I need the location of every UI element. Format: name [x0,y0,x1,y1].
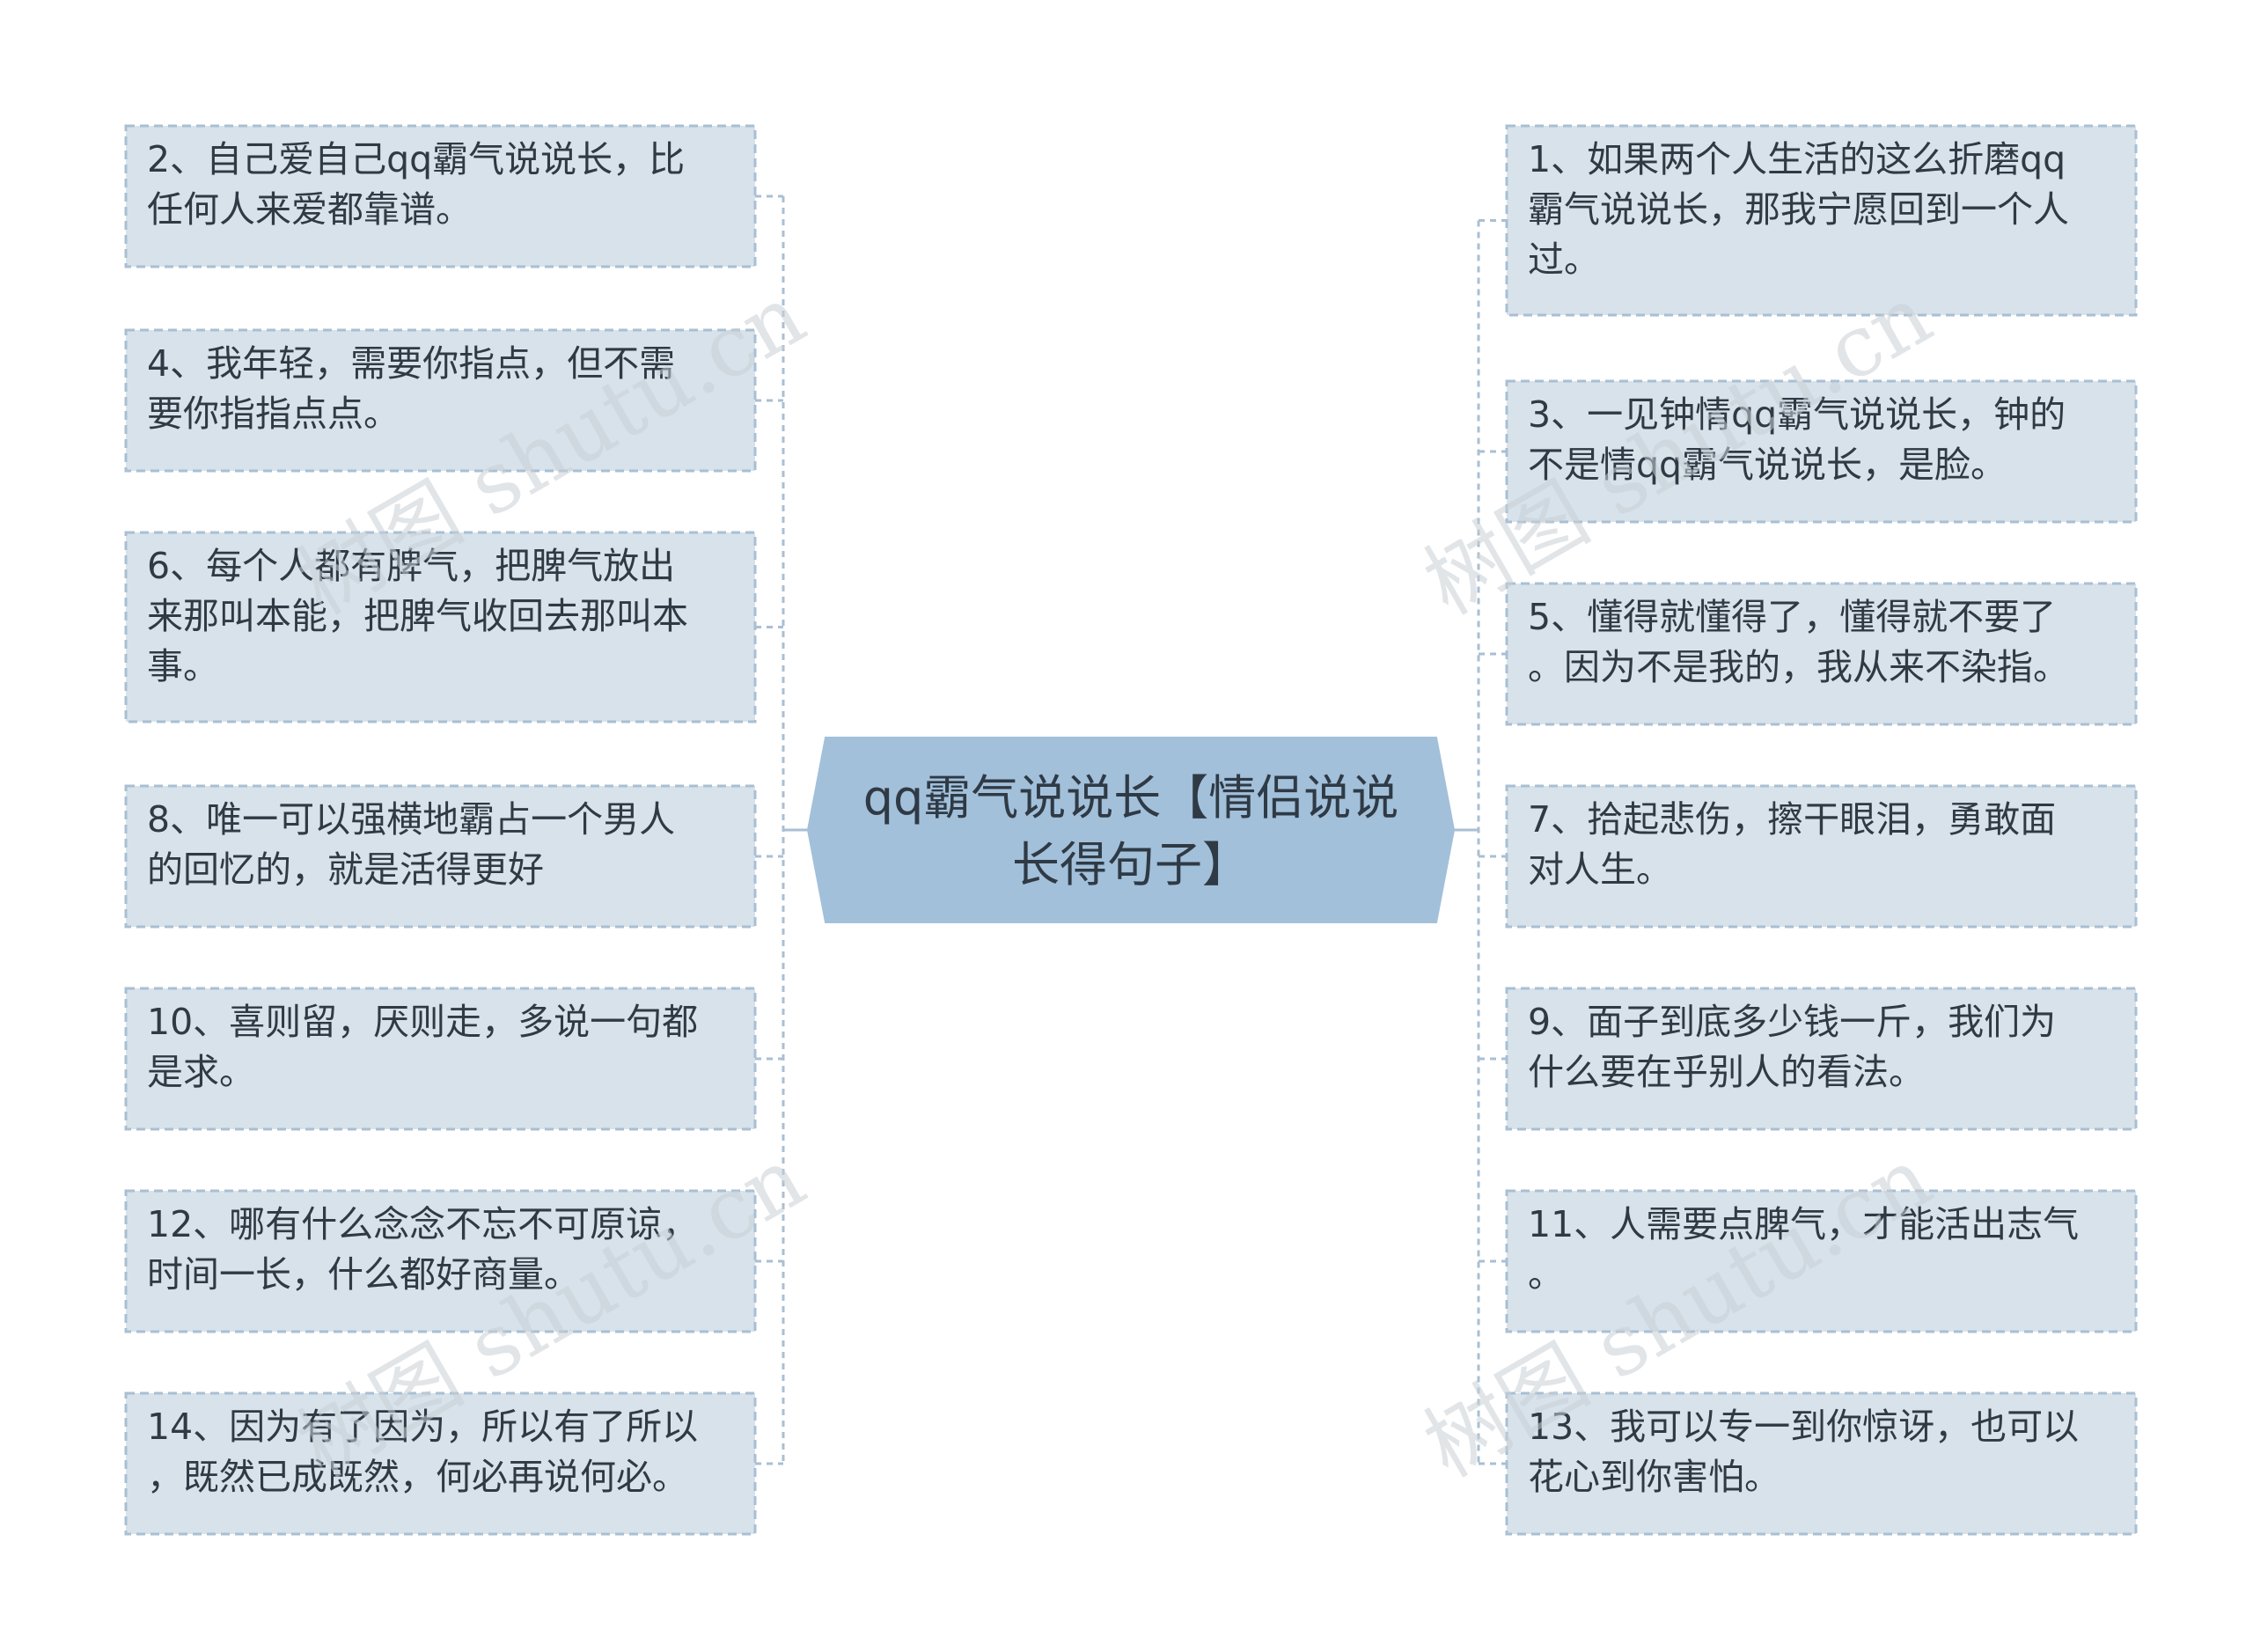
topic-text-line: 8、唯一可以强横地霸占一个男人 [147,798,675,841]
topic-text: 7、拾起悲伤，擦干眼泪，勇敢面对人生。 [1528,798,2056,891]
topic-text: 12、哪有什么念念不忘不可原谅， 时间一长，什么都好商量。 [147,1203,698,1296]
topic-text-line: 来那叫本能，把脾气收回去那叫本 [147,595,688,637]
right-topic-node[interactable]: 1、如果两个人生活的这么折磨qq 霸气说说长，那我宁愿回到一个人过。 [1505,124,2138,317]
left-topic-node[interactable]: 8、唯一可以强横地霸占一个男人的回忆的，就是活得更好 [124,784,757,929]
central-topic-line: 长得句子】 [1012,837,1250,892]
left-topic-node[interactable]: 14、因为有了因为，所以有了所以 ，既然已成既然，何必再说何必。 [124,1391,757,1536]
topic-text-line: 。 [1528,1253,1564,1296]
topic-box [1505,784,2138,929]
right-topic-node[interactable]: 11、人需要点脾气，才能活出志气。 [1505,1189,2138,1333]
topic-text-line: 不是情qq霸气说说长，是脸。 [1528,444,2007,486]
topic-text-line: 11、人需要点脾气，才能活出志气 [1528,1203,2079,1245]
topic-box [124,328,757,473]
topic-box [1505,124,2138,317]
topic-text-line: 9、面子到底多少钱一斤，我们为 [1528,1001,2056,1043]
right-topic-node[interactable]: 9、面子到底多少钱一斤，我们为什么要在乎别人的看法。 [1505,987,2138,1131]
topic-text-line: ，既然已成既然，何必再说何必。 [147,1456,688,1498]
topic-text-line: 7、拾起悲伤，擦干眼泪，勇敢面 [1528,798,2056,841]
topic-box [1505,1391,2138,1536]
connector-lines [755,195,1507,1465]
topic-box [1505,987,2138,1131]
right-topic-node[interactable]: 13、我可以专一到你惊讶，也可以花心到你害怕。 [1505,1391,2138,1536]
topic-text: 1、如果两个人生活的这么折磨qq 霸气说说长，那我宁愿回到一个人过。 [1528,138,2069,281]
topic-text-line: 事。 [147,645,219,687]
topic-text-line: 对人生。 [1528,848,1672,891]
topic-text-line: 过。 [1528,239,1600,281]
topic-text: 9、面子到底多少钱一斤，我们为什么要在乎别人的看法。 [1528,1001,2056,1093]
left-topic-node[interactable]: 4、我年轻，需要你指点，但不需要你指指点点。 [124,328,757,473]
topic-text-line: 13、我可以专一到你惊讶，也可以 [1528,1406,2079,1448]
right-topic-node[interactable]: 7、拾起悲伤，擦干眼泪，勇敢面对人生。 [1505,784,2138,929]
topic-box [1505,582,2138,726]
central-topic-shape [806,737,1456,923]
central-topic[interactable]: qq霸气说说长【情侣说说长得句子】 [806,737,1456,923]
topic-text-line: 花心到你害怕。 [1528,1456,1780,1498]
topic-text-line: 2、自己爱自己qq霸气说说长，比 [147,138,685,180]
topic-text: 10、喜则留，厌则走，多说一句都是求。 [147,1001,698,1093]
topic-text: 8、唯一可以强横地霸占一个男人的回忆的，就是活得更好 [147,798,675,891]
topic-box [124,987,757,1131]
topic-text-line: 12、哪有什么念念不忘不可原谅， [147,1203,698,1245]
topic-box [1505,379,2138,524]
topic-text-line: 6、每个人都有脾气，把脾气放出 [147,545,675,587]
topic-text-line: 是求。 [147,1051,255,1093]
topic-text-line: 14、因为有了因为，所以有了所以 [147,1406,698,1448]
central-topic-text: qq霸气说说长【情侣说说长得句子】 [863,770,1399,892]
topic-text-line: 3、一见钟情qq霸气说说长，钟的 [1528,393,2066,436]
topic-text: 11、人需要点脾气，才能活出志气。 [1528,1203,2079,1296]
topic-text: 3、一见钟情qq霸气说说长，钟的不是情qq霸气说说长，是脸。 [1528,393,2066,486]
central-topic-line: qq霸气说说长【情侣说说 [863,770,1399,826]
topic-text-line: 时间一长，什么都好商量。 [147,1253,580,1296]
topic-text: 6、每个人都有脾气，把脾气放出来那叫本能，把脾气收回去那叫本事。 [147,545,688,687]
topic-text-line: 。因为不是我的，我从来不染指。 [1528,646,2069,688]
topic-text-line: 什么要在乎别人的看法。 [1528,1051,1925,1093]
topic-text-line: 1、如果两个人生活的这么折磨qq [1528,138,2066,180]
topic-box [124,531,757,723]
topic-text: 13、我可以专一到你惊讶，也可以花心到你害怕。 [1528,1406,2079,1498]
right-topic-node[interactable]: 3、一见钟情qq霸气说说长，钟的不是情qq霸气说说长，是脸。 [1505,379,2138,524]
right-topic-node[interactable]: 5、懂得就懂得了，懂得就不要了。因为不是我的，我从来不染指。 [1505,582,2138,726]
topic-text: 14、因为有了因为，所以有了所以 ，既然已成既然，何必再说何必。 [147,1406,698,1498]
topic-box [124,1391,757,1536]
topic-text-line: 任何人来爱都靠谱。 [147,188,472,231]
left-topic-node[interactable]: 12、哪有什么念念不忘不可原谅， 时间一长，什么都好商量。 [124,1189,757,1333]
topic-box [124,784,757,929]
topic-text: 5、懂得就懂得了，懂得就不要了。因为不是我的，我从来不染指。 [1528,596,2069,688]
topic-text-line: 要你指指点点。 [147,393,400,435]
left-topic-node[interactable]: 10、喜则留，厌则走，多说一句都是求。 [124,987,757,1131]
topic-text-line: 4、我年轻，需要你指点，但不需 [147,342,675,385]
topic-text: 4、我年轻，需要你指点，但不需要你指指点点。 [147,342,675,435]
topic-text-line: 的回忆的，就是活得更好 [147,848,544,891]
topic-text-line: 霸气说说长，那我宁愿回到一个人 [1528,188,2069,231]
topic-text: 2、自己爱自己qq霸气说说长，比任何人来爱都靠谱。 [147,138,685,231]
topic-nodes: 2、自己爱自己qq霸气说说长，比任何人来爱都靠谱。 4、我年轻，需要你指点，但不需… [124,124,2138,1536]
topic-box [124,124,757,268]
left-topic-node[interactable]: 2、自己爱自己qq霸气说说长，比任何人来爱都靠谱。 [124,124,757,268]
topic-box [1505,1189,2138,1333]
topic-box [124,1189,757,1333]
topic-text-line: 5、懂得就懂得了，懂得就不要了 [1528,596,2056,638]
left-topic-node[interactable]: 6、每个人都有脾气，把脾气放出来那叫本能，把脾气收回去那叫本事。 [124,531,757,723]
topic-text-line: 10、喜则留，厌则走，多说一句都 [147,1001,698,1043]
